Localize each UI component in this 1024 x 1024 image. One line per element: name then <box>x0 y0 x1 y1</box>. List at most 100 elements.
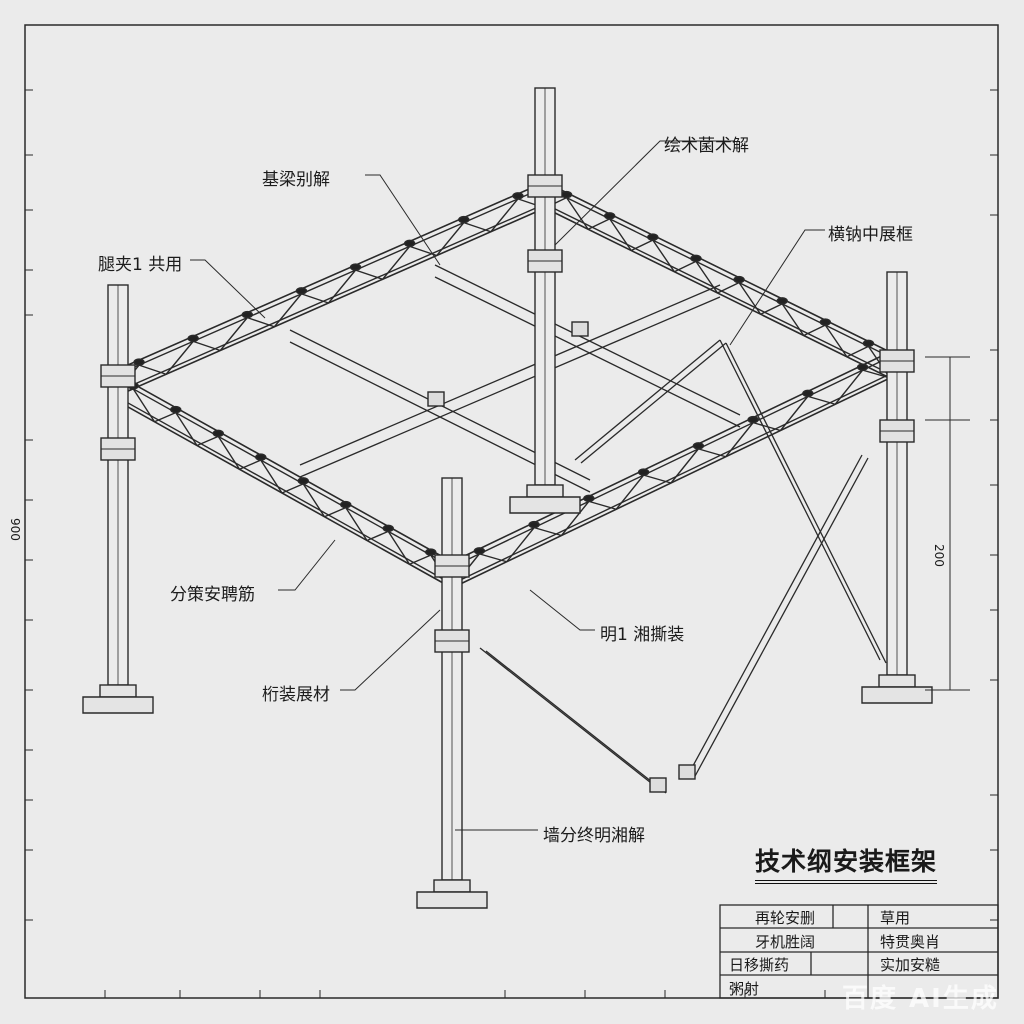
dimension-lines <box>25 89 998 998</box>
bolt <box>690 254 702 263</box>
base-plate <box>433 879 471 893</box>
web-member <box>175 412 198 446</box>
web-member <box>154 411 177 423</box>
web-member <box>652 239 675 273</box>
callout-label: 横钠中展框 <box>828 225 913 245</box>
title-block-grid <box>719 904 999 999</box>
brace <box>725 342 887 664</box>
beam-connector <box>571 321 589 337</box>
dimension-left: 900 <box>8 518 22 541</box>
drawing-border <box>24 24 999 999</box>
bolt <box>637 468 650 476</box>
web-member <box>752 421 781 432</box>
bolt <box>241 310 254 319</box>
web-member <box>165 340 194 375</box>
dimension-right: 200 <box>932 544 946 567</box>
truss-frame <box>111 181 891 589</box>
web-member <box>506 527 535 563</box>
top-chord <box>111 181 546 373</box>
web-member <box>560 500 590 536</box>
web-member <box>247 316 275 328</box>
bolt <box>349 263 362 271</box>
leader-line <box>529 589 595 631</box>
bottom-chord <box>111 393 453 585</box>
bottom-chord <box>111 203 546 395</box>
bottom-chord <box>451 373 891 585</box>
web-member <box>409 554 432 565</box>
web-member <box>781 303 805 336</box>
bolt <box>170 405 182 414</box>
web-member <box>630 239 654 252</box>
brace <box>485 650 667 794</box>
bolt <box>133 358 145 366</box>
bolt <box>647 233 659 241</box>
title-block-cell: 日移撕药 <box>729 956 790 974</box>
web-member <box>382 245 411 280</box>
web-member <box>834 369 864 405</box>
base-plate <box>99 684 137 698</box>
leader-line <box>278 539 336 591</box>
columns <box>82 87 933 909</box>
web-member <box>281 483 304 494</box>
cross-beam <box>299 284 721 466</box>
cross-beam <box>434 264 741 416</box>
bolt <box>458 215 470 224</box>
bolt <box>255 453 267 461</box>
web-member <box>436 222 465 256</box>
drawing-title: 技术纲安装框架 <box>755 842 938 884</box>
bolt <box>425 548 437 556</box>
callout-leaders <box>190 140 825 831</box>
web-member <box>533 526 562 537</box>
web-member <box>355 269 383 280</box>
web-member <box>196 435 219 447</box>
title-block-cell: 粥射 <box>729 980 760 998</box>
bolt <box>297 477 309 485</box>
web-member <box>846 345 869 358</box>
diagonal-braces <box>479 339 887 794</box>
callout-label: 腿夹1 共用 <box>98 255 183 275</box>
web-member <box>132 388 156 423</box>
web-member <box>674 260 697 273</box>
bolt <box>340 500 352 509</box>
web-member <box>862 369 891 379</box>
brace <box>719 339 881 661</box>
web-member <box>301 293 329 304</box>
web-member <box>260 459 283 494</box>
bolt <box>512 192 524 200</box>
web-member <box>670 448 699 484</box>
leader-line <box>729 229 825 346</box>
web-member <box>387 530 411 565</box>
bolt <box>473 547 486 555</box>
bolt <box>802 389 814 398</box>
bolt <box>776 297 788 305</box>
leader-line <box>554 140 735 246</box>
web-member <box>327 269 357 304</box>
brace <box>580 342 727 464</box>
leader-line <box>340 609 441 691</box>
web-member <box>302 483 326 518</box>
top-chord <box>111 371 453 563</box>
web-member <box>138 364 167 375</box>
web-member <box>565 197 589 230</box>
top-chord <box>111 186 546 378</box>
cross-beam <box>299 296 721 478</box>
watermark: 百度 AI生成 <box>842 984 999 1014</box>
web-member <box>345 507 368 541</box>
bolt <box>819 318 832 326</box>
bolt <box>856 363 869 371</box>
bottom-chord <box>544 203 891 375</box>
callout-label: 墙分终明湘解 <box>543 826 645 846</box>
web-member <box>587 218 610 230</box>
web-member <box>217 435 241 470</box>
brace-clamp <box>678 764 696 780</box>
brace <box>574 339 721 461</box>
brace <box>693 457 869 779</box>
web-member <box>609 218 632 251</box>
bolt <box>692 442 705 450</box>
top-chord <box>544 181 891 353</box>
web-member <box>588 500 617 510</box>
footing <box>861 686 933 704</box>
top-chord <box>451 351 891 563</box>
